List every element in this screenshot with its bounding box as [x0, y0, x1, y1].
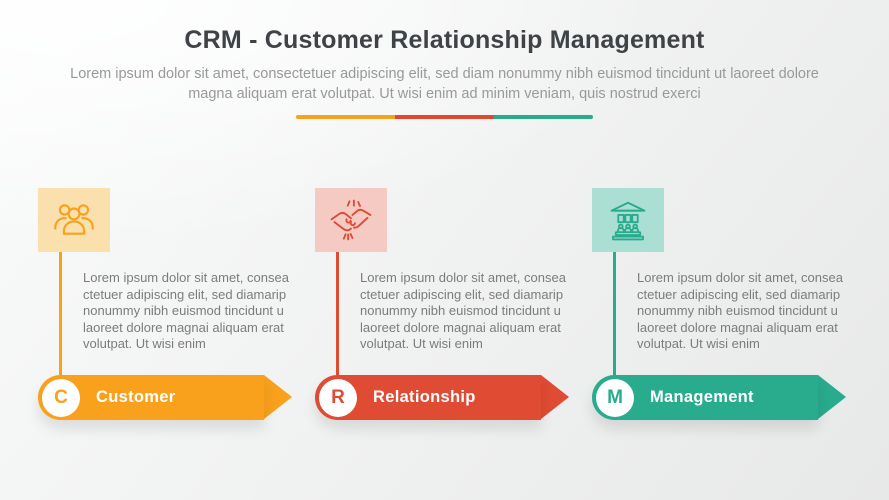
- tricolor-divider: [296, 115, 593, 119]
- connector-line: [336, 252, 339, 375]
- customer-arrow-banner: C Customer: [38, 375, 292, 420]
- banner-body: C Customer: [38, 375, 264, 420]
- connector-line: [59, 252, 62, 375]
- banner-label: Management: [650, 388, 754, 406]
- arrow-tip: [264, 375, 292, 419]
- connector-line: [613, 252, 616, 375]
- banner-body: M Management: [592, 375, 818, 420]
- column-description: Lorem ipsum dolor sit amet, consea ctetu…: [637, 270, 843, 351]
- column-relationship: Lorem ipsum dolor sit amet, consea ctetu…: [315, 188, 573, 428]
- column-description: Lorem ipsum dolor sit amet, consea ctetu…: [360, 270, 566, 351]
- handshake-icon: [315, 188, 387, 252]
- badge-letter: C: [54, 386, 68, 408]
- column-management: Lorem ipsum dolor sit amet, consea ctetu…: [592, 188, 850, 428]
- letter-badge: C: [42, 378, 80, 417]
- people-group-icon: [38, 188, 110, 252]
- divider-segment-teal: [494, 115, 593, 119]
- badge-letter: R: [331, 386, 345, 408]
- column-customer: Lorem ipsum dolor sit amet, consea ctetu…: [38, 188, 296, 428]
- banner-label: Customer: [96, 388, 176, 406]
- banner-body: R Relationship: [315, 375, 541, 420]
- management-arrow-banner: M Management: [592, 375, 846, 420]
- page-subtitle: Lorem ipsum dolor sit amet, consectetuer…: [70, 66, 819, 102]
- divider-segment-red: [395, 115, 494, 119]
- letter-badge: M: [596, 378, 634, 417]
- divider-segment-orange: [296, 115, 395, 119]
- page-title: CRM - Customer Relationship Management: [184, 26, 705, 54]
- arrow-tip: [818, 375, 846, 419]
- relationship-arrow-banner: R Relationship: [315, 375, 569, 420]
- institution-building-icon: [592, 188, 664, 252]
- banner-label: Relationship: [373, 388, 476, 406]
- letter-badge: R: [319, 378, 357, 417]
- arrow-tip: [541, 375, 569, 419]
- badge-letter: M: [607, 386, 623, 408]
- column-description: Lorem ipsum dolor sit amet, consea ctetu…: [83, 270, 289, 351]
